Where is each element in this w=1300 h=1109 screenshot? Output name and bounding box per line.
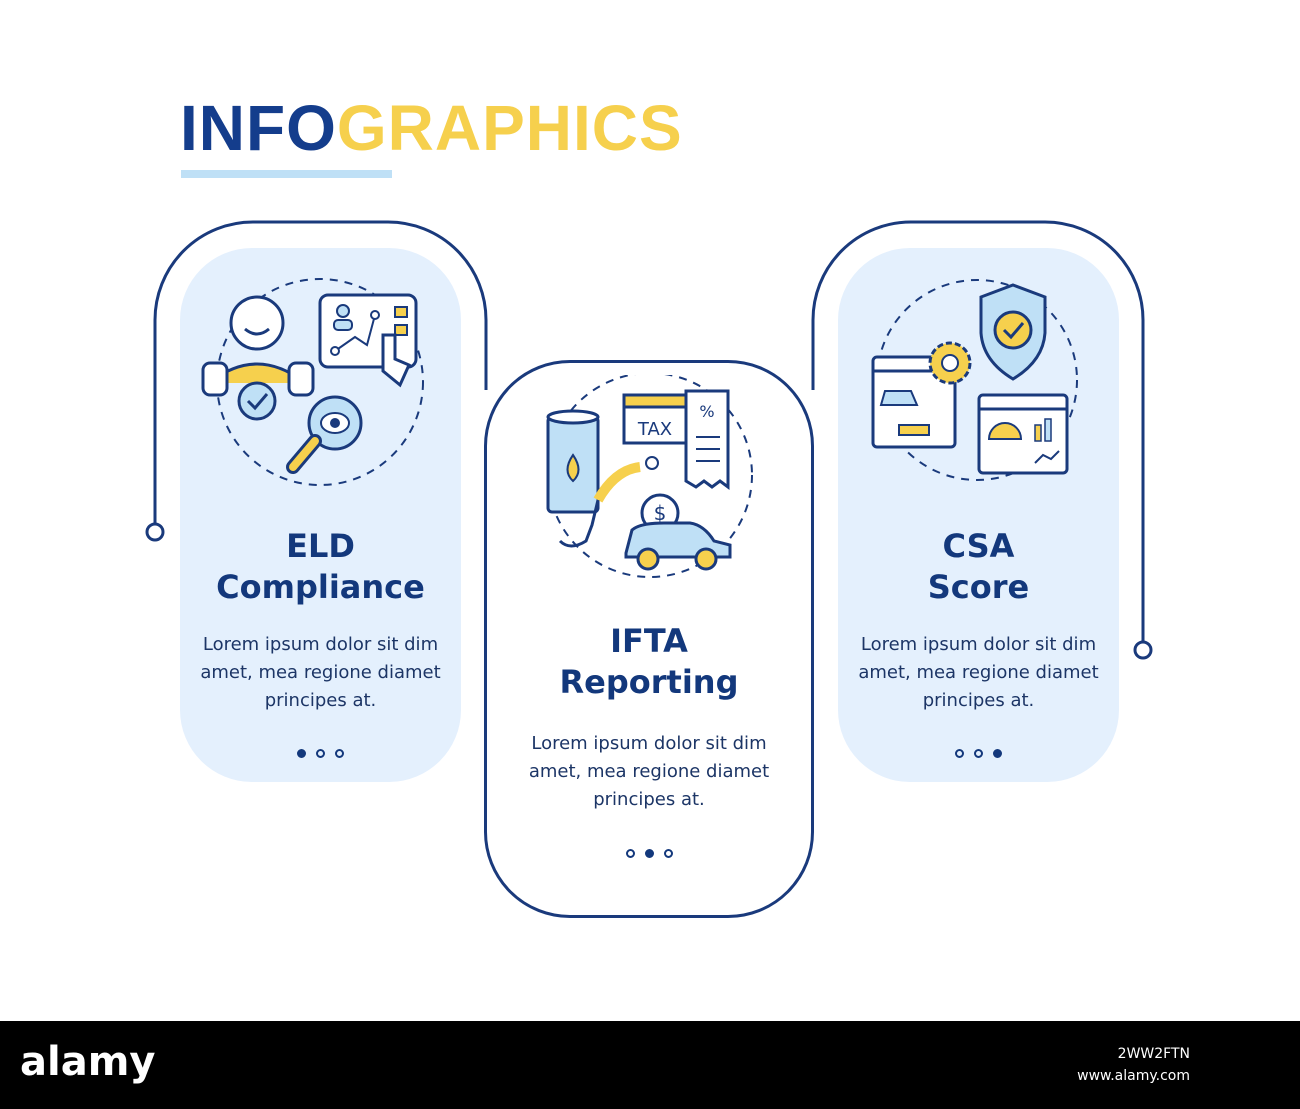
card-description: Lorem ipsum dolor sit dim amet, mea regi… <box>528 733 770 810</box>
card-title-line1: IFTA <box>610 622 688 660</box>
dot-2 <box>644 849 654 858</box>
pagination-dots <box>180 749 461 758</box>
magnifier-eye-icon <box>286 395 363 474</box>
card-title-line2: Compliance <box>216 568 425 606</box>
watermark-code: 2WW2FTN www.alamy.com <box>1077 1043 1190 1087</box>
driver-icon <box>201 295 315 397</box>
pagination-dots <box>838 749 1119 758</box>
car-profile-window-icon <box>871 355 957 449</box>
dot-2 <box>316 749 325 758</box>
dot-1 <box>625 849 635 858</box>
dot-3 <box>663 849 673 858</box>
connector-frames <box>145 220 1153 660</box>
ifta-icon-group: TAX % $ <box>546 375 753 578</box>
checkmark-icon <box>237 381 277 421</box>
card-title-line2: Score <box>927 568 1030 606</box>
svg-text:$: $ <box>654 501 667 525</box>
card-title-line1: ELD <box>286 527 355 565</box>
title-underline <box>181 170 392 178</box>
security-shield-icon <box>979 283 1047 381</box>
infographics-title: INFOGRAPHICS <box>180 88 683 168</box>
dashboard-window-icon <box>977 393 1069 475</box>
receipt-percent-icon: % <box>684 389 730 490</box>
svg-text:%: % <box>699 402 714 421</box>
dot-1 <box>955 749 964 758</box>
tax-calendar-icon: TAX <box>622 393 688 445</box>
card-title-line2: Reporting <box>559 663 739 701</box>
watermark-image-id: 2WW2FTN <box>1117 1046 1190 1062</box>
svg-text:TAX: TAX <box>637 419 672 440</box>
watermark-footer: alamy 2WW2FTN www.alamy.com <box>0 1021 1300 1109</box>
dot-2 <box>974 749 983 758</box>
dot-1 <box>297 749 306 758</box>
card-csa-score: CSA Score Lorem ipsum dolor sit dim amet… <box>838 248 1119 782</box>
connector-node-right <box>1133 640 1153 660</box>
card-description: Lorem ipsum dolor sit dim amet, mea regi… <box>200 634 441 711</box>
card-title-line1: CSA <box>942 527 1015 565</box>
fuel-barrel-icon <box>546 409 600 514</box>
title-part-info: INFO <box>180 92 337 164</box>
fuel-nozzle-icon <box>558 456 659 548</box>
gps-tracking-screen-icon <box>318 293 418 388</box>
eld-icon-group <box>201 278 424 486</box>
pagination-dots <box>487 849 811 858</box>
csa-icon-group <box>871 279 1078 481</box>
connector-node-left <box>145 522 165 542</box>
title-part-graphics: GRAPHICS <box>336 92 683 164</box>
watermark-url: www.alamy.com <box>1077 1068 1190 1084</box>
car-icon <box>624 521 732 571</box>
gear-icon <box>928 341 972 385</box>
card-ifta-reporting: IFTA Reporting Lorem ipsum dolor sit dim… <box>484 360 814 918</box>
watermark-brand: alamy <box>20 1039 156 1085</box>
dot-3 <box>335 749 344 758</box>
card-description: Lorem ipsum dolor sit dim amet, mea regi… <box>858 634 1099 711</box>
dot-3 <box>993 749 1002 758</box>
